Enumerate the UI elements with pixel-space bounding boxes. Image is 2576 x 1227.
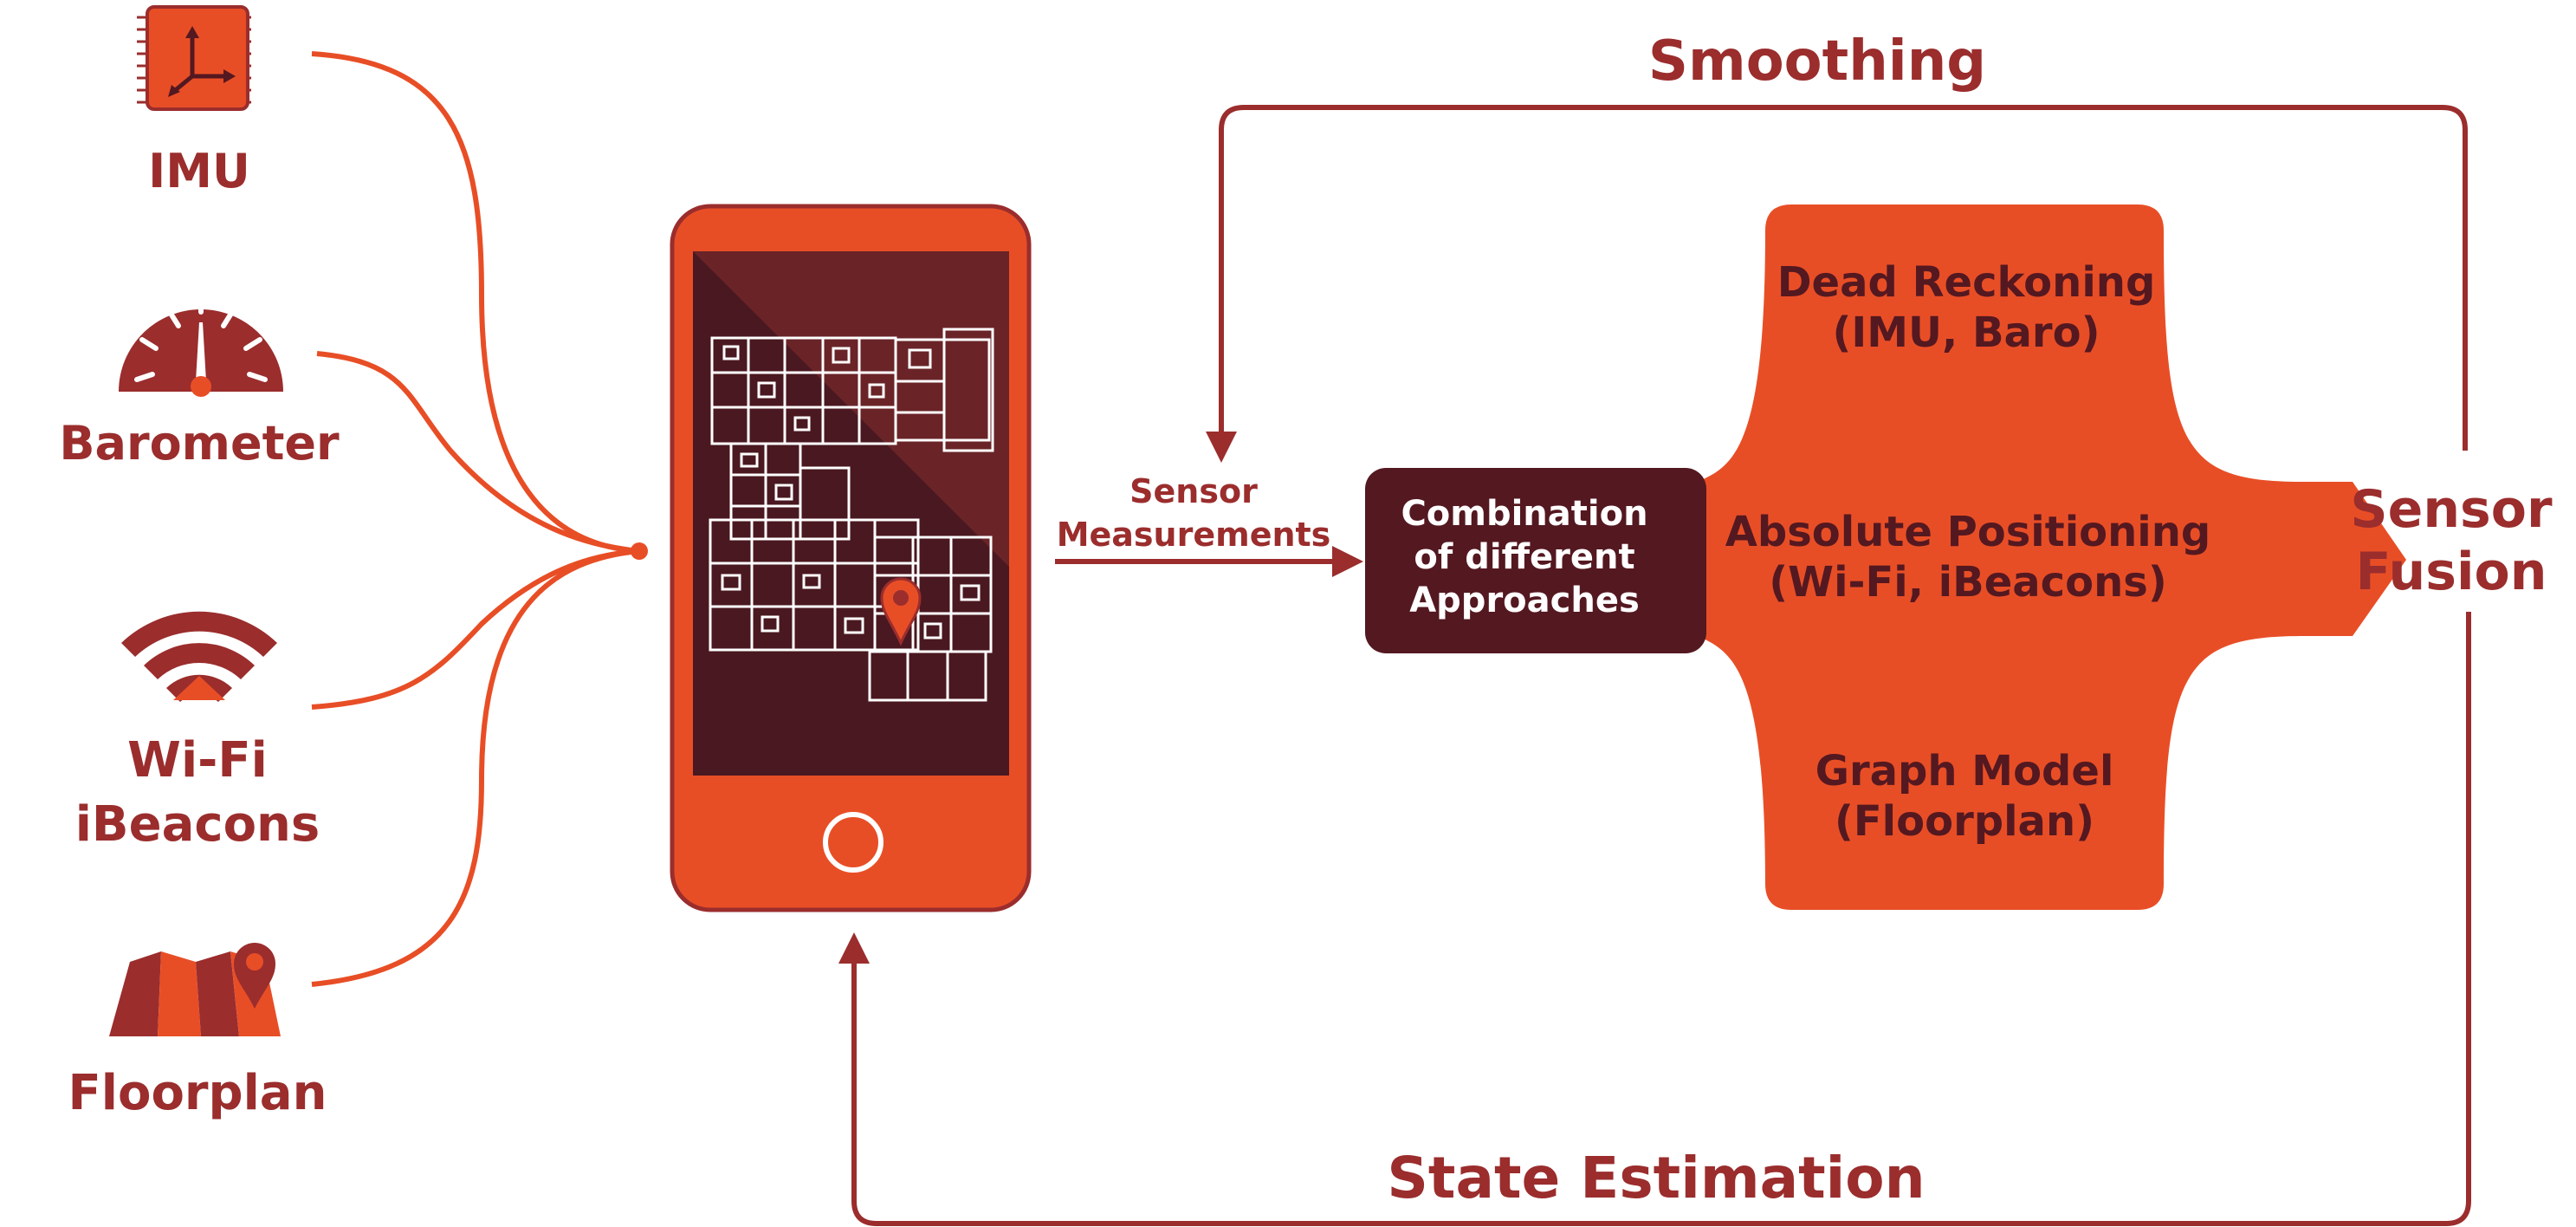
combination-line-2: of different	[1414, 537, 1634, 577]
graph-model-title: Graph Model	[1815, 747, 2114, 795]
combination-line-1: Combination	[1401, 494, 1647, 534]
imu-label: IMU	[148, 144, 250, 198]
sensor-measurements-label-2: Measurements	[1057, 516, 1331, 554]
sensor-measurements-label-1: Sensor	[1129, 472, 1258, 510]
sensor-fusion-label-1: Sensor	[2350, 479, 2553, 540]
floorplan-label: Floorplan	[68, 1065, 327, 1121]
convergence-dot	[631, 542, 648, 560]
combination-box	[1365, 468, 1706, 653]
smartphone-icon	[670, 204, 1032, 912]
source-connector-curves	[311, 51, 640, 987]
barometer-gauge-icon	[119, 292, 283, 397]
dead-reckoning-title: Dead Reckoning	[1777, 258, 2156, 307]
imu-chip-icon	[137, 5, 251, 111]
state-estimation-label: State Estimation	[1387, 1145, 1925, 1211]
absolute-positioning-sources: (Wi-Fi, iBeacons)	[1769, 558, 2167, 607]
graph-model-sources: (Floorplan)	[1835, 797, 2094, 846]
smoothing-loop-arrow	[1206, 105, 2468, 463]
wifi-label: Wi-Fi	[127, 732, 268, 789]
ibeacons-label: iBeacons	[75, 796, 320, 853]
wifi-icon	[121, 611, 277, 702]
combination-line-3: Approaches	[1409, 581, 1640, 620]
absolute-positioning-title: Absolute Positioning	[1725, 508, 2211, 556]
sensor-fusion-label-2: Fusion	[2356, 542, 2547, 602]
folded-map-icon	[109, 943, 281, 1036]
state-estimation-loop-arrow	[838, 612, 2471, 1226]
floor-plan-drawing	[709, 328, 994, 702]
map-pin-icon	[880, 577, 922, 646]
smoothing-label: Smoothing	[1648, 29, 1986, 94]
barometer-label: Barometer	[59, 416, 340, 471]
home-button	[823, 812, 883, 873]
approaches-shape	[1698, 204, 2406, 910]
sensor-measurements-arrow	[1055, 546, 1363, 577]
dead-reckoning-sources: (IMU, Baro)	[1832, 308, 2100, 357]
